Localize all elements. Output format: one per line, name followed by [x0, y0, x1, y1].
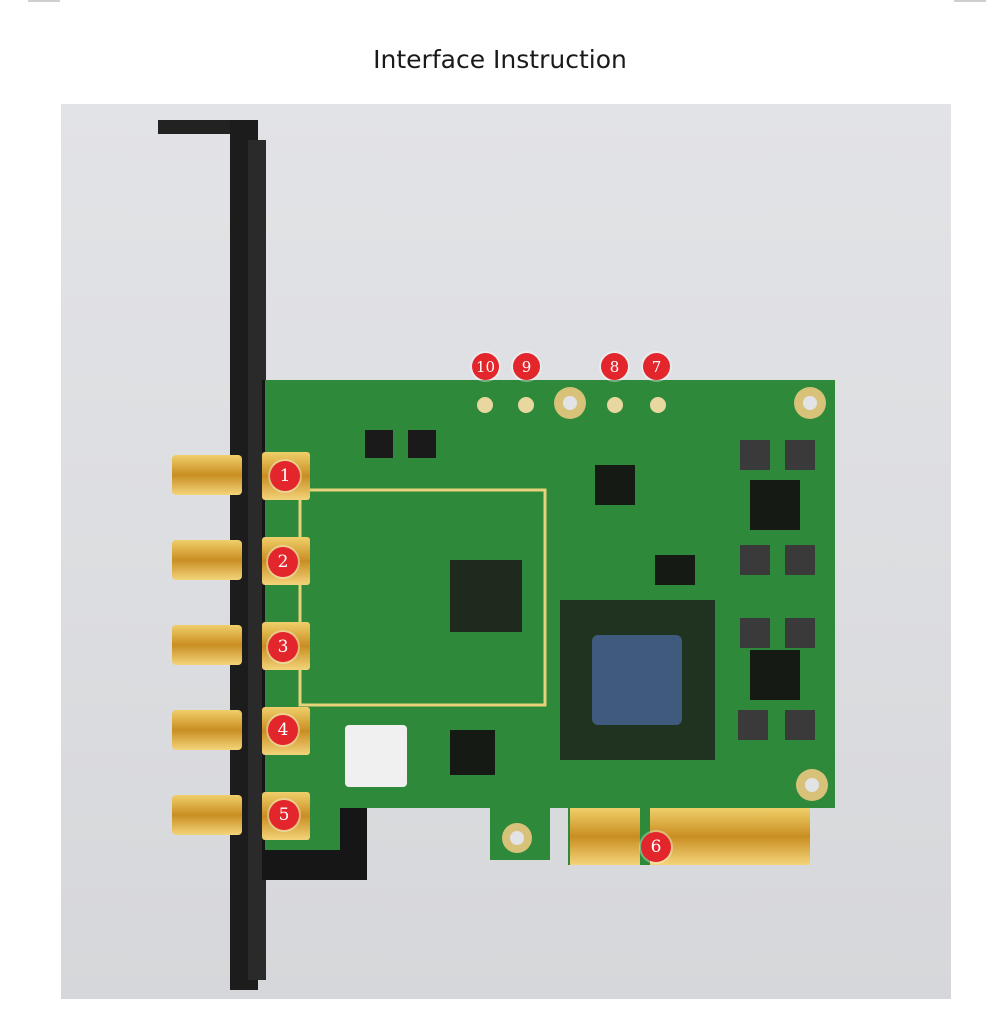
top-left-rule — [28, 0, 60, 2]
pcb — [265, 380, 835, 865]
ufl-connectors — [477, 397, 666, 413]
callout-marker-4: 4 — [268, 715, 298, 745]
callout-marker-1: 1 — [270, 461, 300, 491]
page-title: Interface Instruction — [373, 45, 627, 74]
callout-marker-2: 2 — [268, 547, 298, 577]
callout-marker-7: 7 — [643, 353, 670, 380]
callout-marker-9: 9 — [513, 353, 540, 380]
top-right-rule — [954, 0, 986, 2]
callout-marker-8: 8 — [601, 353, 628, 380]
callout-marker-10: 10 — [472, 353, 499, 380]
callout-marker-5: 5 — [269, 800, 299, 830]
callout-marker-3: 3 — [268, 632, 298, 662]
callout-marker-6: 6 — [641, 832, 671, 862]
